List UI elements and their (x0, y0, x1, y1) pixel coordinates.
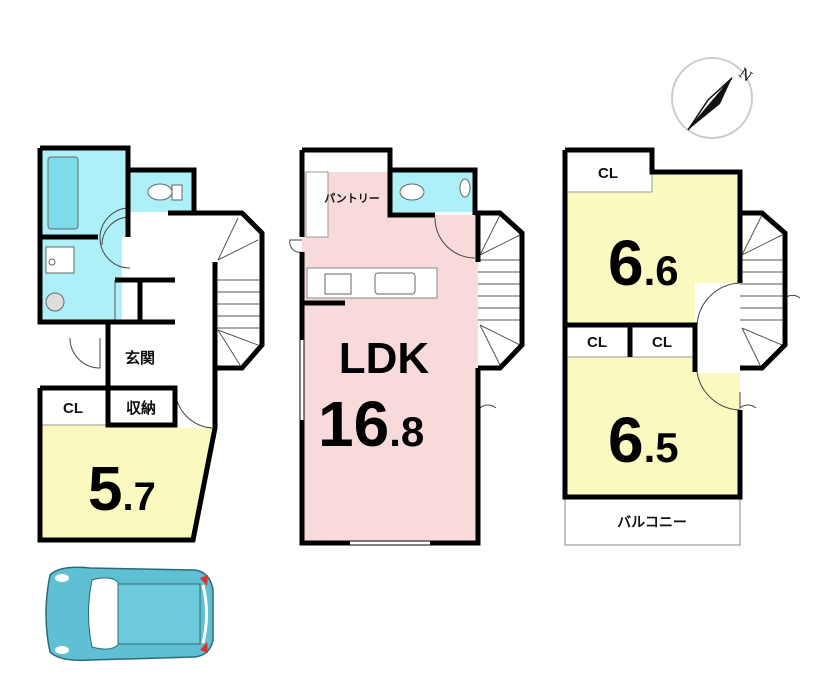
floor-2: パントリー LDK 16.8 (289, 147, 525, 546)
staircase-1f (215, 217, 262, 366)
balcony (564, 496, 741, 546)
stove-icon (324, 273, 352, 295)
pantry-label: パントリー (324, 192, 380, 205)
kitchen-sink-icon (374, 272, 416, 295)
pantry-shelf (305, 171, 329, 238)
floor-1: 玄関 CL 収納 5.7 (37, 145, 265, 543)
hallway-3f (695, 283, 740, 373)
room-5-7 (40, 423, 215, 540)
closet-label: CL (63, 400, 83, 417)
closet-top-label: CL (598, 165, 618, 182)
car-top-view-icon (45, 566, 214, 662)
washing-machine-icon (45, 292, 65, 312)
staircase-2f (478, 214, 522, 366)
entrance-label: 玄関 (125, 349, 155, 367)
compass-north-icon: N (671, 57, 755, 139)
sink-icon (45, 246, 75, 274)
entrance-door-swing (69, 337, 101, 369)
bathtub-icon (47, 156, 79, 230)
storage-label: 収納 (126, 399, 156, 417)
room-size-6-5: 6.5 (608, 404, 679, 476)
room-size-6-6: 6.6 (608, 227, 679, 299)
balcony-label: バルコニー (617, 514, 687, 530)
ldk-room (302, 172, 478, 543)
closet-right-label: CL (652, 334, 672, 351)
room-size-5-7: 5.7 (88, 455, 156, 524)
floor-3: CL CL CL 6.6 6.5 バルコニー (562, 147, 801, 546)
toilet-icon (147, 183, 173, 201)
ldk-label: LDK (339, 334, 430, 383)
staircase-3f (740, 214, 783, 366)
closet-left-label: CL (587, 334, 607, 351)
ldk-size: 16.8 (318, 388, 424, 460)
door-swing (99, 207, 131, 269)
toilet-icon (399, 183, 425, 201)
